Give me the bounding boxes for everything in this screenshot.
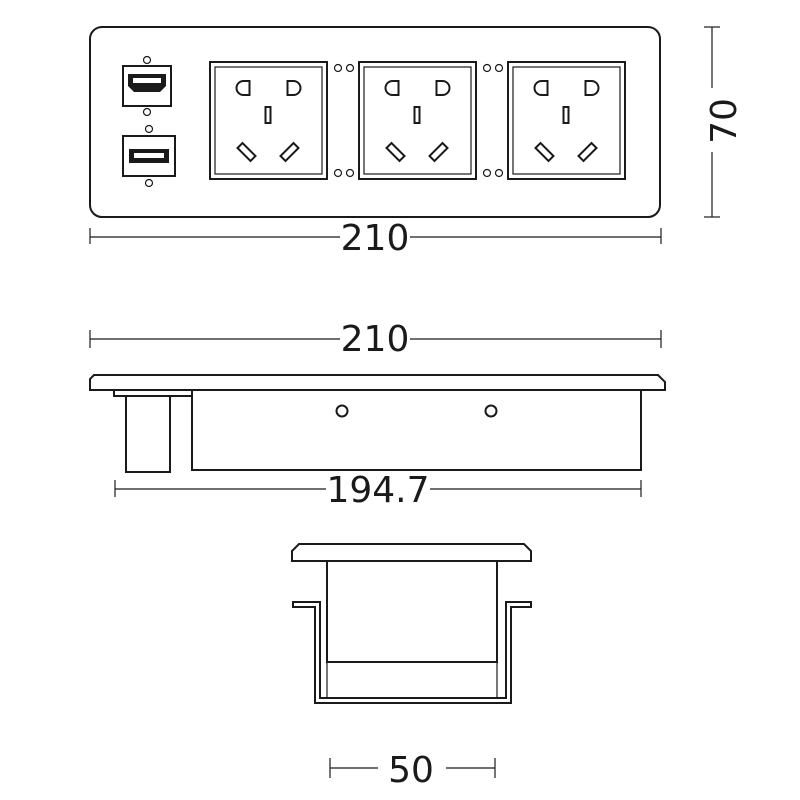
mounting-dot — [482, 168, 492, 178]
hdmi-port-icon — [122, 55, 172, 117]
outlet-slot-left — [385, 141, 406, 163]
usb-port-icon — [122, 124, 176, 188]
front-mounting-bracket — [292, 601, 532, 704]
mounting-dot — [494, 63, 504, 73]
front-top-plate — [291, 543, 532, 562]
side-main-body — [191, 390, 642, 471]
mounting-dot — [345, 168, 355, 178]
side-top-plate — [89, 374, 666, 391]
side-width-label: 210 — [341, 319, 410, 360]
front-width-label: 50 — [388, 750, 434, 791]
top-width-dimension: 210 — [89, 218, 662, 259]
front-width-dimension: 50 — [329, 750, 496, 791]
top-view: 210 70 — [89, 26, 745, 259]
outlet-slot-right — [279, 141, 300, 163]
outlet-slot-right — [428, 141, 449, 163]
outlet-face — [363, 66, 472, 175]
side-screw-right — [484, 404, 498, 418]
mounting-dot — [333, 63, 343, 73]
outlet-pin-right — [286, 80, 302, 96]
mounting-dot — [482, 63, 492, 73]
side-inner-dimension: 194.7 — [114, 470, 642, 511]
outlet-ground-slot — [264, 106, 272, 124]
outlet-pin-left — [533, 80, 549, 96]
outlet-face — [214, 66, 323, 175]
front-view: 50 — [291, 543, 532, 791]
outlet-module — [507, 61, 626, 180]
outlet-frame — [358, 61, 477, 180]
outlet-pin-left — [384, 80, 400, 96]
mounting-dot — [494, 168, 504, 178]
outlet-pin-right — [584, 80, 600, 96]
outlet-ground-slot — [413, 106, 421, 124]
side-width-dimension: 210 — [89, 319, 662, 360]
outlet-slot-left — [236, 141, 257, 163]
side-inner-width-label: 194.7 — [326, 470, 429, 511]
top-width-label: 210 — [341, 218, 410, 259]
top-view-panel — [89, 26, 661, 218]
side-screw-left — [335, 404, 349, 418]
front-body — [326, 560, 498, 663]
outlet-slot-right — [577, 141, 598, 163]
outlet-group — [209, 61, 626, 180]
outlet-module — [209, 61, 355, 180]
outlet-ground-slot — [562, 106, 570, 124]
side-port-block — [125, 395, 171, 473]
outlet-pin-left — [235, 80, 251, 96]
outlet-frame — [209, 61, 328, 180]
outlet-pin-right — [435, 80, 451, 96]
side-view: 210 194.7 — [89, 319, 666, 511]
outlet-slot-left — [534, 141, 555, 163]
mounting-dot — [345, 63, 355, 73]
top-height-label: 70 — [704, 98, 745, 144]
outlet-face — [512, 66, 621, 175]
outlet-frame — [507, 61, 626, 180]
outlet-module — [358, 61, 504, 180]
top-height-dimension: 70 — [704, 26, 745, 218]
mounting-dot — [333, 168, 343, 178]
